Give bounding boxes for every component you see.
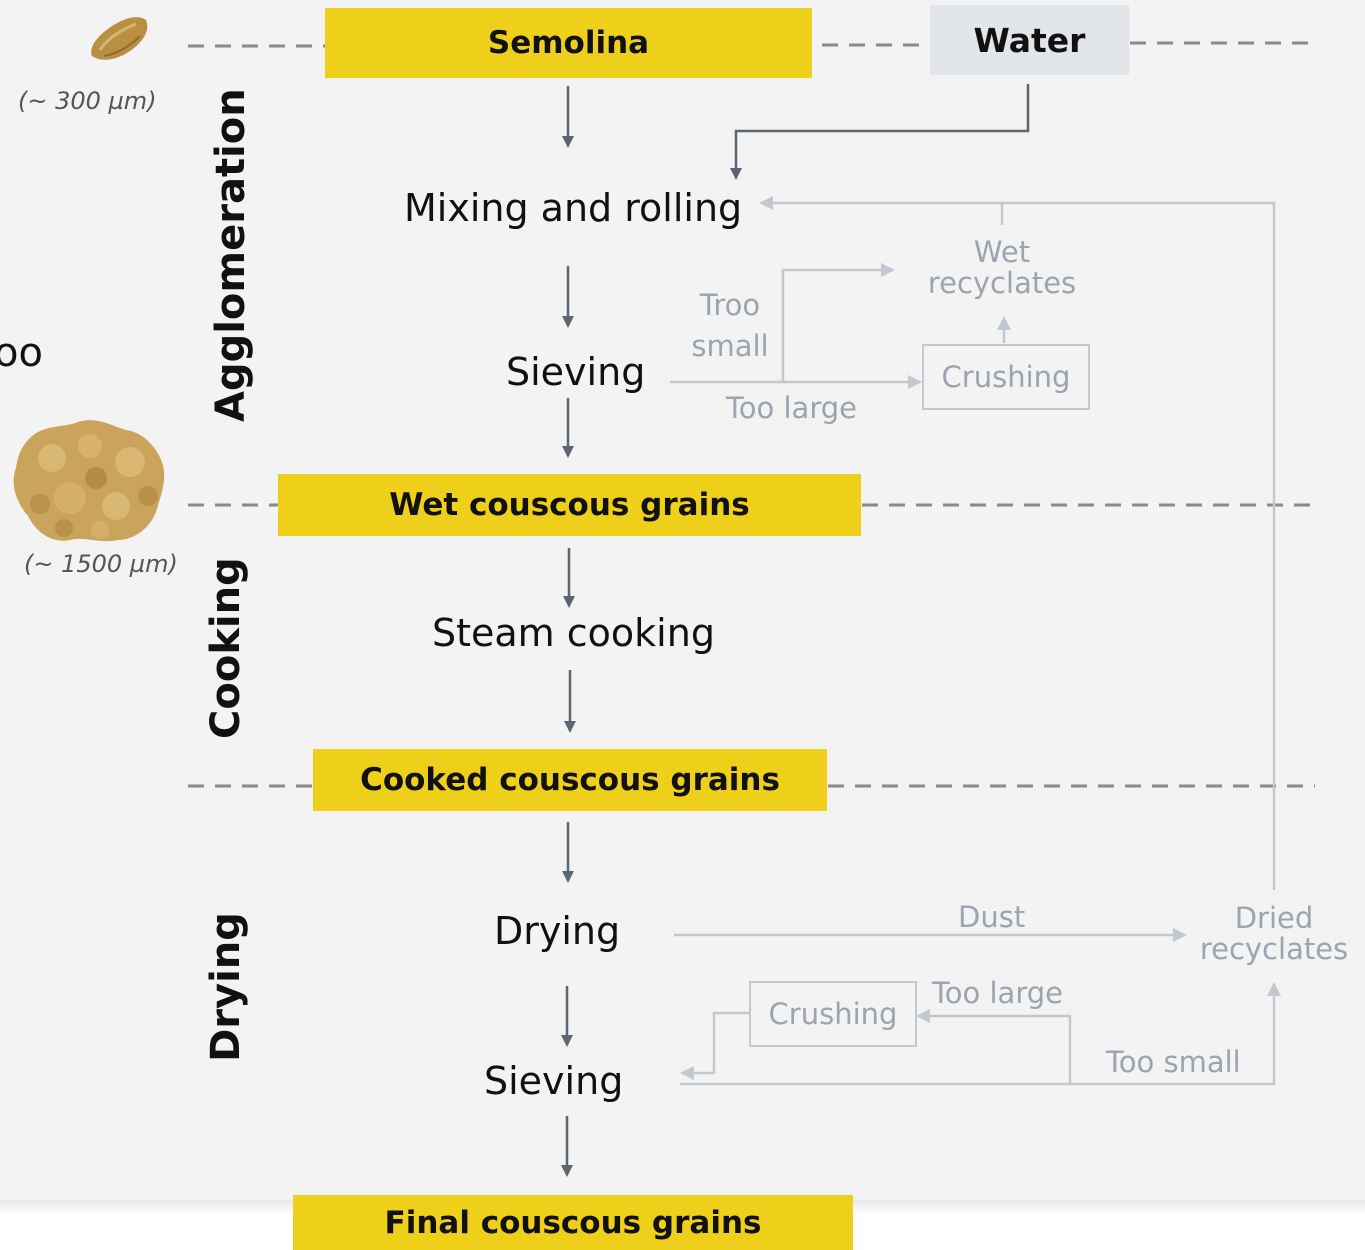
arrow-troo-small-wet-recycles bbox=[781, 263, 895, 382]
arrow-crushing-sieving bbox=[680, 1011, 749, 1080]
troo-small-line-2: small bbox=[691, 328, 769, 363]
too-large-label-1: Too large bbox=[726, 391, 857, 425]
arrow-too-large-crushing bbox=[916, 1009, 1072, 1084]
troo-small-label: Troo small bbox=[680, 285, 780, 366]
crushing-box-2: Crushing bbox=[749, 981, 917, 1047]
water-box: Water bbox=[930, 5, 1129, 75]
wet-recycles-label: Wet recyclates bbox=[920, 235, 1084, 301]
semolina-box: Semolina bbox=[325, 8, 812, 78]
cooked-couscous-box: Cooked couscous grains bbox=[313, 749, 827, 811]
step-drying: Drying bbox=[494, 909, 621, 953]
dried-recycles-line-2: recyclates bbox=[1199, 932, 1349, 967]
arrow-water-mixing bbox=[730, 84, 1030, 180]
semolina-particle-image bbox=[91, 17, 148, 60]
couscous-grain-image bbox=[13, 420, 165, 542]
step-sieving-1: Sieving bbox=[506, 350, 646, 394]
troo-small-line-1: Troo bbox=[699, 288, 761, 322]
stage-label-cooking: Cooking bbox=[203, 557, 249, 739]
too-small-label-2: Too small bbox=[1106, 1045, 1241, 1079]
arrow-dried-recycles-mixing bbox=[759, 196, 1276, 890]
wet-recycles-line-1: Wet bbox=[973, 235, 1031, 269]
wet-couscous-box: Wet couscous grains bbox=[278, 474, 861, 536]
wet-recycles-line-2: recyclates bbox=[927, 266, 1077, 301]
cutoff-text: oo bbox=[0, 330, 43, 376]
step-steam-cooking: Steam cooking bbox=[432, 611, 715, 655]
final-couscous-box: Final couscous grains bbox=[293, 1195, 853, 1250]
grain-size-label: (~ 1500 µm) bbox=[24, 550, 178, 578]
arrow-too-small-dried bbox=[680, 982, 1281, 1086]
stage-label-agglomeration: Agglomeration bbox=[208, 88, 254, 422]
dried-recycles-line-1: Dried bbox=[1234, 901, 1314, 935]
step-sieving-2: Sieving bbox=[484, 1059, 624, 1103]
dust-label: Dust bbox=[958, 900, 1026, 934]
dried-recycles-label: Dried recyclates bbox=[1196, 901, 1352, 967]
step-mixing-rolling: Mixing and rolling bbox=[404, 186, 743, 230]
stage-label-drying: Drying bbox=[203, 912, 249, 1062]
too-large-label-2: Too large bbox=[932, 976, 1063, 1010]
semolina-size-label: (~ 300 µm) bbox=[18, 87, 157, 115]
crushing-box-1: Crushing bbox=[922, 344, 1090, 410]
